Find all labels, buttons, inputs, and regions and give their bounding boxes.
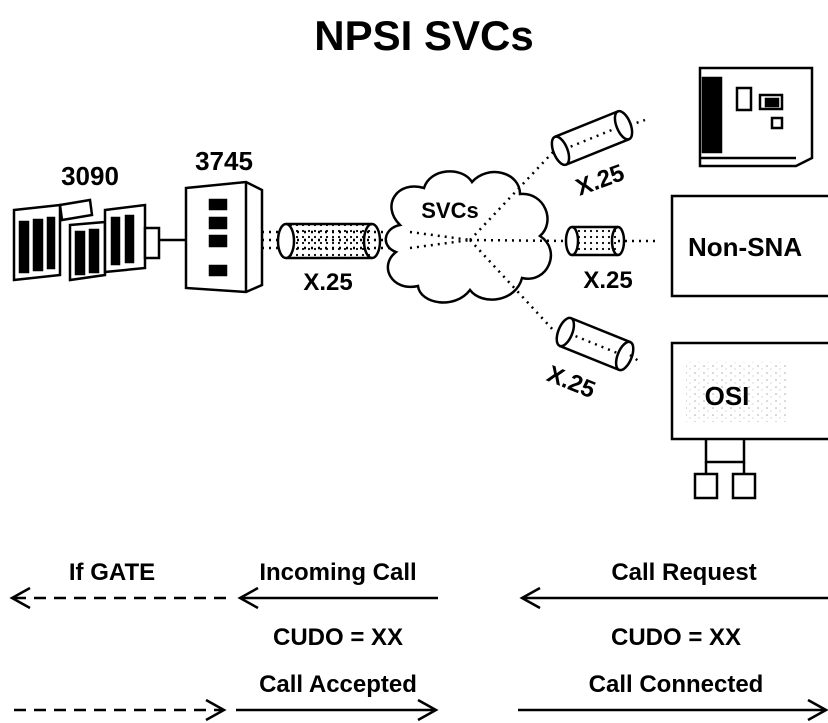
controller-label: 3745 bbox=[195, 146, 253, 176]
osi-screen-speckle bbox=[686, 362, 786, 422]
call-request-label: Call Request bbox=[611, 559, 756, 586]
svc-cloud-icon bbox=[384, 170, 552, 304]
computer-terminal-icon bbox=[698, 66, 814, 168]
osi-terminals-icon bbox=[693, 439, 757, 500]
cudo-left-label: CUDO = XX bbox=[273, 624, 403, 651]
flow-row-1-arrows bbox=[9, 586, 828, 610]
x25-middle-label: X.25 bbox=[583, 267, 632, 294]
x25-lower-label: X.25 bbox=[543, 361, 599, 405]
diagram-title: NPSI SVCs bbox=[314, 12, 533, 59]
x25-main-label: X.25 bbox=[303, 269, 352, 296]
non-sna-label: Non-SNA bbox=[688, 232, 802, 262]
x25-lower-tube-icon bbox=[555, 316, 635, 372]
flow-row-2-arrows bbox=[14, 698, 828, 722]
x25-upper-label: X.25 bbox=[572, 159, 628, 201]
x25-middle-tube-icon bbox=[564, 225, 626, 257]
x25-main-tube-icon bbox=[276, 222, 382, 260]
call-connected-label: Call Connected bbox=[589, 671, 764, 698]
controller-3745-icon bbox=[184, 180, 264, 294]
cloud-label: SVCs bbox=[421, 198, 478, 223]
call-accepted-label: Call Accepted bbox=[259, 671, 417, 698]
incoming-call-label: Incoming Call bbox=[259, 559, 416, 586]
mainframe-3090-icon bbox=[12, 198, 186, 282]
cudo-right-label: CUDO = XX bbox=[611, 624, 741, 651]
if-gate-label: If GATE bbox=[69, 559, 155, 586]
x25-upper-tube-icon bbox=[550, 109, 634, 167]
host-label: 3090 bbox=[61, 161, 119, 191]
osi-label: OSI bbox=[705, 381, 750, 411]
non-sna-box bbox=[670, 194, 828, 298]
